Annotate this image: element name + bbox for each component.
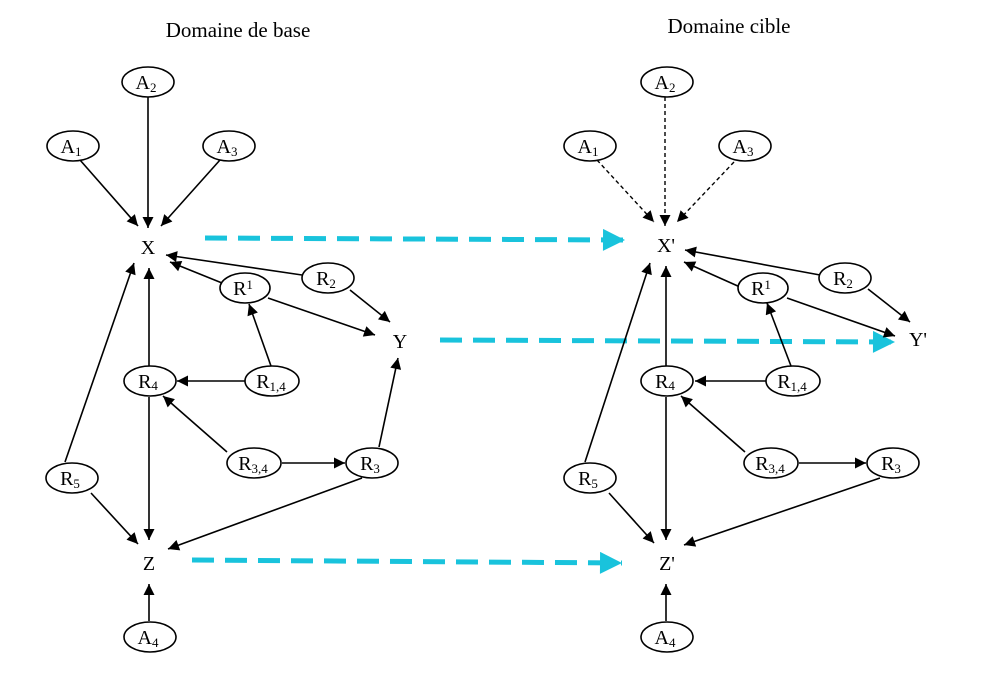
- edge-r14-r1: [247, 303, 272, 367]
- edge-r3-z: [167, 477, 363, 551]
- svg-text:R3: R3: [360, 453, 380, 476]
- svg-text:R3,4: R3,4: [238, 453, 268, 476]
- mapping-arrow-z: [191, 551, 623, 574]
- node-a4-target: A4: [640, 621, 694, 653]
- svg-text:R4: R4: [655, 371, 675, 393]
- edge-r2-y-target: [867, 288, 911, 323]
- svg-text:A4: A4: [138, 627, 159, 650]
- mapping-arrow-x: [204, 228, 626, 251]
- svg-text:R1: R1: [233, 277, 253, 300]
- svg-text:R5: R5: [60, 468, 80, 491]
- node-a3-target: A3: [718, 130, 772, 162]
- edge-r5-x: [64, 262, 136, 463]
- edge-r34-r4-target: [680, 395, 746, 453]
- svg-text:R2: R2: [833, 268, 853, 291]
- node-r14: R1,4: [244, 365, 300, 397]
- edge-r5-z: [90, 492, 139, 545]
- target-domain-title: Domaine cible: [667, 14, 790, 38]
- node-y-target: Y': [909, 329, 927, 351]
- node-r5: R5: [45, 462, 99, 494]
- svg-text:A3: A3: [733, 136, 754, 159]
- edge-r14-r1-target: [765, 302, 792, 367]
- edge-a3-x-target: [676, 161, 735, 223]
- svg-text:R1,4: R1,4: [777, 371, 807, 394]
- node-a1: A1: [46, 130, 100, 162]
- node-r1-target: R1: [737, 272, 789, 304]
- node-x-target: X': [657, 235, 675, 257]
- svg-text:R3,4: R3,4: [755, 453, 785, 476]
- node-r1: R1: [219, 272, 271, 304]
- svg-text:A4: A4: [655, 627, 676, 650]
- edge-r5-z-target: [608, 492, 655, 544]
- svg-text:R1: R1: [751, 277, 771, 300]
- node-a1-target: A1: [563, 130, 617, 162]
- edge-a3-x: [160, 159, 221, 227]
- svg-text:A1: A1: [578, 136, 599, 159]
- edge-a1-x: [79, 159, 139, 227]
- edge-r3-y: [378, 357, 402, 448]
- svg-text:R1,4: R1,4: [256, 371, 286, 394]
- node-a2: A2: [121, 66, 175, 98]
- edge-r1-y-target: [786, 297, 896, 338]
- edge-r2-x-target: [684, 246, 821, 276]
- svg-text:R2: R2: [316, 268, 336, 291]
- svg-text:A1: A1: [61, 136, 82, 159]
- svg-text:A2: A2: [655, 72, 676, 95]
- node-a2-target: A2: [640, 66, 694, 98]
- node-y: Y: [393, 331, 407, 353]
- node-r4-target: R4: [640, 365, 694, 397]
- node-r2-target: R2: [818, 262, 872, 294]
- node-r14-target: R1,4: [765, 365, 821, 397]
- node-z-target: Z': [659, 553, 675, 575]
- mapping-arrows: [191, 228, 896, 574]
- edge-r2-y: [349, 289, 391, 323]
- base-domain-graph: X Y Z A2 A1 A3 R1 R2 R4 R1,4: [45, 66, 407, 653]
- node-z: Z: [143, 553, 155, 575]
- node-r3-target: R3: [866, 447, 920, 479]
- node-a4: A4: [123, 621, 177, 653]
- edge-r34-r4: [162, 395, 228, 453]
- node-r34-target: R3,4: [743, 447, 799, 479]
- node-r2: R2: [301, 262, 355, 294]
- svg-text:R5: R5: [578, 468, 598, 491]
- edge-r5-x-target: [584, 262, 652, 463]
- svg-text:A2: A2: [136, 72, 157, 95]
- mapping-arrow-y: [439, 330, 896, 353]
- node-x: X: [141, 237, 156, 259]
- edge-r3-z-target: [683, 477, 881, 547]
- node-r4: R4: [123, 365, 177, 397]
- node-r34: R3,4: [226, 447, 282, 479]
- edge-r1-y: [267, 297, 376, 337]
- edge-r1-x: [169, 261, 223, 284]
- target-domain-graph: X' Y' Z' A2 A1 A3 R1 R2 R4 R1,4: [563, 66, 927, 653]
- edge-r2-x: [165, 251, 303, 276]
- node-a3: A3: [202, 130, 256, 162]
- svg-text:A3: A3: [217, 136, 238, 159]
- node-r5-target: R5: [563, 462, 617, 494]
- edge-a1-x-target: [596, 159, 655, 223]
- node-r3: R3: [345, 447, 399, 479]
- svg-text:R3: R3: [881, 453, 901, 476]
- svg-text:R4: R4: [138, 371, 158, 393]
- edge-r1-x-target: [683, 261, 741, 288]
- base-domain-title: Domaine de base: [166, 18, 311, 42]
